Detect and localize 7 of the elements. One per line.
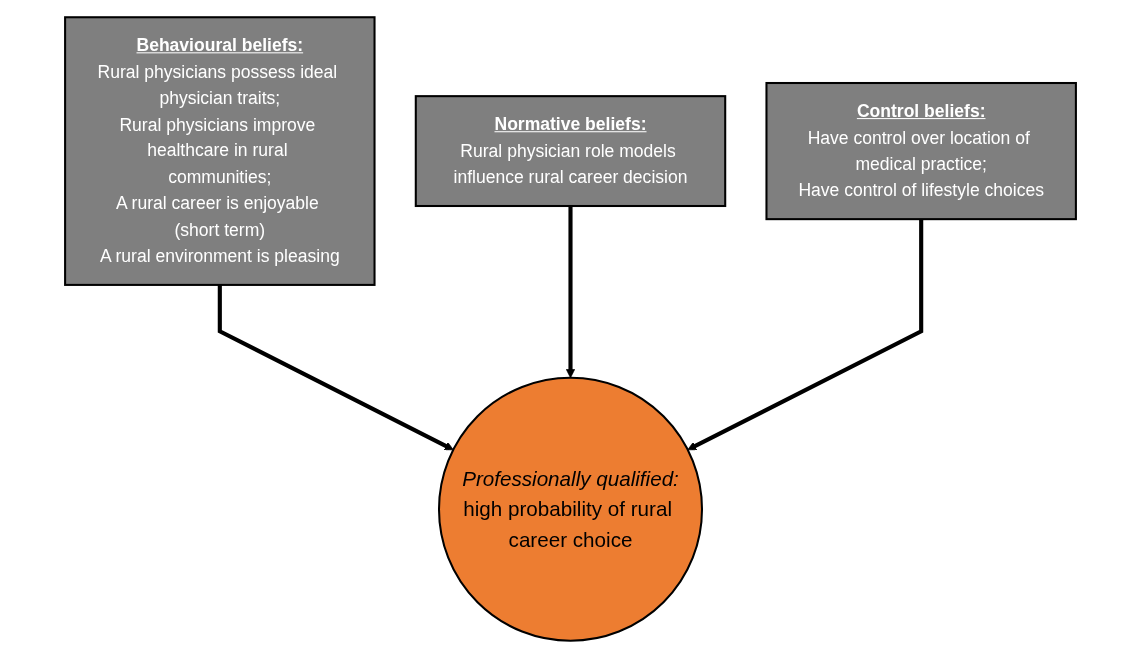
arrow xyxy=(217,284,454,450)
arrow xyxy=(687,218,924,450)
arrow xyxy=(565,205,576,378)
node-box: Control beliefs: Have control over location of medical practice; Have control of lifestyle choices xyxy=(765,81,1077,220)
node-box: Normative beliefs: Rural physician role models influence rural career decision xyxy=(414,94,727,207)
node-circle: Professionally qualified: high probability of rural career choice xyxy=(437,376,704,642)
node-box: Behavioural beliefs: Rural physicians possess ideal physician traits; Rural physicians improve healthcare in rural communities; A rural career is enjoyable (short term) A rural environment is pleasing xyxy=(64,15,376,286)
